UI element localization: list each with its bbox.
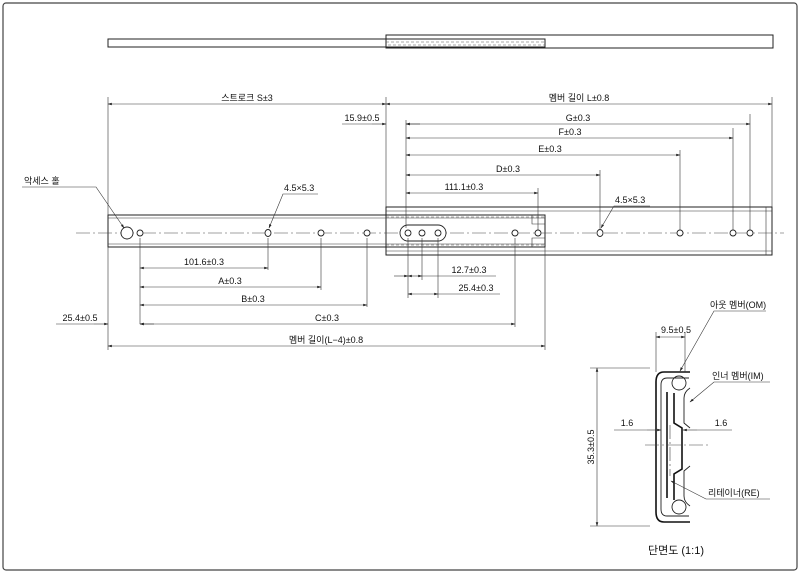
member-length-label: 멤버 길이 L±0.8 (549, 93, 610, 103)
section-width-label: 9.5±0.5 (661, 325, 691, 335)
hole (676, 229, 684, 237)
hole (136, 229, 144, 237)
gap-right-label: 1.6 (715, 418, 728, 428)
slot-label-right: 4.5×5.3 (615, 195, 645, 205)
dim-25-4-left: 25.4±0.5 (63, 313, 98, 323)
top-edge-view (107, 34, 774, 49)
dim-c: C±0.3 (315, 313, 339, 323)
hole (511, 229, 519, 237)
stroke-label: 스트로크 S±3 (221, 93, 273, 103)
dim-b: B±0.3 (241, 294, 264, 304)
lower-dimensions: 101.6±0.3 A±0.3 B±0.3 C±0.3 25.4±0.5 12.… (56, 238, 546, 350)
inner-member-profile (673, 393, 683, 500)
cross-section-view: 9.5±0.5 1.6 1.6 35.3±0.5 아웃 멤버(OM) 인너 멤버… (586, 300, 770, 557)
slot-label-left: 4.5×5.3 (284, 183, 314, 193)
slide-side-view (107, 206, 773, 256)
hole (534, 229, 542, 237)
inner-length-label: 멤버 길이(L−4)±0.8 (289, 335, 363, 345)
inner-member-label: 인너 멤버(IM) (712, 371, 764, 381)
gap-left-label: 1.6 (621, 418, 634, 428)
dim-25-4-right: 25.4±0.3 (459, 283, 494, 293)
hole (729, 229, 737, 237)
dim-12-7: 12.7±0.3 (452, 265, 487, 275)
outer-member-profile (655, 371, 690, 523)
dim-d: D±0.3 (496, 164, 520, 174)
slot-hole (264, 229, 272, 237)
dim-101-6: 101.6±0.3 (184, 257, 224, 267)
dim-111-1: 111.1±0.3 (445, 182, 484, 192)
retainer-label: 리테이너(RE) (708, 488, 760, 498)
dim-15-9: 15.9±0.5 (345, 113, 380, 123)
dim-f: F±0.3 (559, 127, 582, 137)
dim-a: A±0.3 (218, 276, 241, 286)
hole (317, 229, 325, 237)
hole (363, 229, 371, 237)
hole (746, 229, 754, 237)
dim-e: E±0.3 (538, 144, 561, 154)
access-hole-label: 악세스 홀 (24, 175, 60, 186)
section-height-label: 35.3±0.5 (586, 430, 596, 465)
access-hole (120, 226, 134, 240)
dim-g: G±0.3 (566, 113, 590, 123)
outer-member-label: 아웃 멤버(OM) (710, 300, 766, 310)
section-caption: 단면도 (1:1) (648, 544, 704, 557)
slot-hole-right (596, 229, 604, 237)
upper-dimensions: 스트로크 S±3 멤버 길이 L±0.8 15.9±0.5 G±0.3 F±0.… (22, 93, 773, 230)
